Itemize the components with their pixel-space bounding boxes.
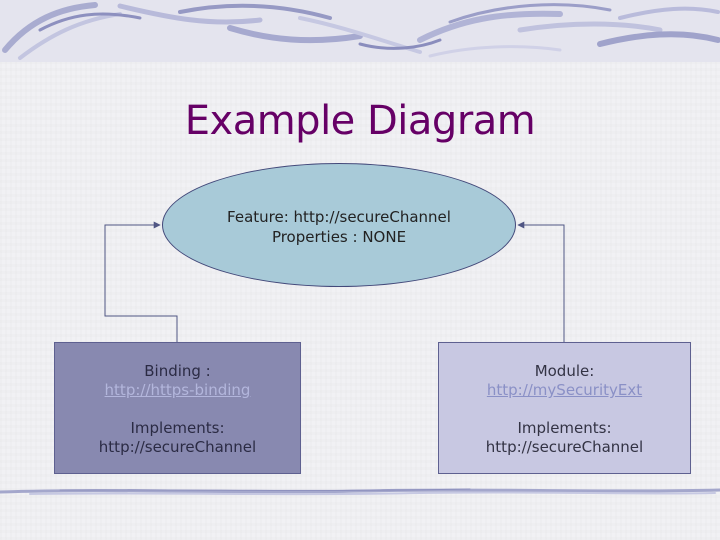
binding-node: Binding : http://https-binding Implement… bbox=[54, 342, 301, 474]
module-label: Module: bbox=[534, 362, 595, 380]
binding-implements-value: http://secureChannel bbox=[98, 438, 257, 456]
binding-spacer bbox=[55, 400, 300, 419]
module-implements-label: Implements: bbox=[517, 419, 612, 437]
top-brushstroke-decoration bbox=[0, 0, 720, 62]
module-node: Module: http://mySecurityExt Implements:… bbox=[438, 342, 691, 474]
feature-properties: Properties : NONE bbox=[271, 228, 407, 246]
binding-label: Binding : bbox=[144, 362, 211, 380]
module-spacer bbox=[439, 400, 690, 419]
bottom-brushstroke-divider bbox=[0, 488, 720, 496]
binding-to-feature-arrow bbox=[104, 221, 178, 342]
module-implements-value: http://secureChannel bbox=[485, 438, 644, 456]
binding-uri-link[interactable]: http://https-binding bbox=[104, 381, 251, 399]
module-to-feature-arrow bbox=[517, 221, 565, 342]
feature-name: Feature: http://secureChannel bbox=[227, 208, 451, 226]
module-uri-link[interactable]: http://mySecurityExt bbox=[486, 381, 643, 399]
slide-title: Example Diagram bbox=[184, 98, 536, 144]
feature-node: Feature: http://secureChannel Properties… bbox=[162, 163, 516, 287]
binding-implements-label: Implements: bbox=[130, 419, 225, 437]
